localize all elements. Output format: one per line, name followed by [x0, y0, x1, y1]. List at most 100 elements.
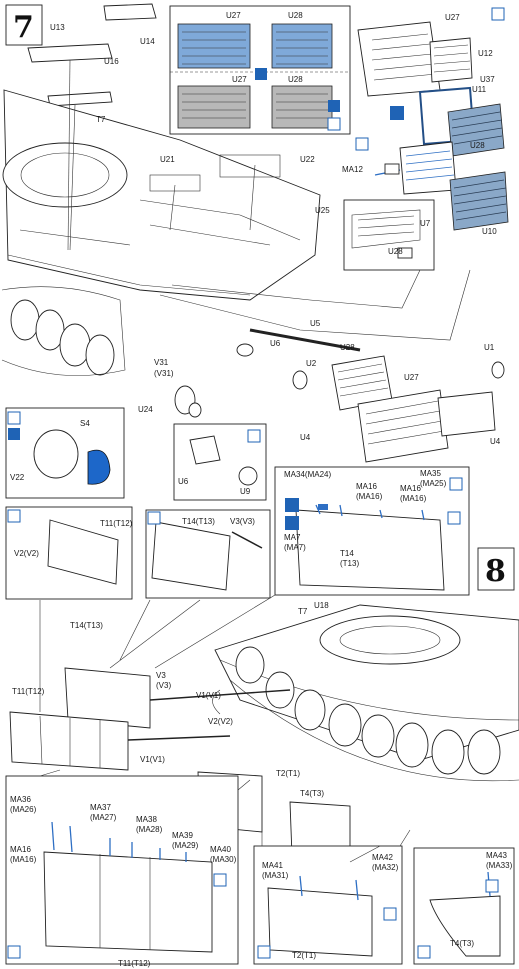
part-label: U24	[138, 405, 153, 414]
part-label: MA12	[342, 165, 363, 174]
part-label: U28	[288, 11, 303, 20]
part-label: MA16	[10, 845, 31, 854]
part-label: (MA16)	[400, 494, 427, 503]
glue-icon	[7, 945, 21, 959]
part-label: T7	[96, 115, 106, 124]
part-label: (MA25)	[420, 479, 447, 488]
part-label: U10	[482, 227, 497, 236]
grille-blue-left	[177, 23, 251, 69]
part-label: U25	[315, 206, 330, 215]
part-label: U37	[480, 75, 495, 84]
part-label: U21	[160, 155, 175, 164]
part-label: T14	[340, 549, 354, 558]
part-u13-plate	[27, 43, 113, 63]
part-u2	[292, 370, 308, 390]
part-label: (MA27)	[90, 813, 117, 822]
glue-icon	[485, 879, 499, 893]
part-label: U13	[50, 23, 65, 32]
part-ma12	[384, 163, 400, 175]
wheels-step7	[1, 286, 126, 376]
part-label: MA16	[400, 484, 421, 493]
part-label: V2(V2)	[14, 549, 39, 558]
part-t11-skirt	[9, 711, 129, 771]
part-label: V1(V1)	[196, 691, 221, 700]
part-label: (MA16)	[356, 492, 383, 501]
glue-icon	[417, 945, 431, 959]
part-label: T2(T1)	[276, 769, 300, 778]
part-label: U28	[340, 343, 355, 352]
part-label: U27	[404, 373, 419, 382]
paint-icon	[255, 68, 267, 80]
glue-icon	[147, 511, 161, 525]
glue-icon	[449, 477, 463, 491]
grille-gray-left	[177, 85, 251, 129]
glue-icon	[447, 511, 461, 525]
part-label: MA39	[172, 831, 193, 840]
part-label: U6	[178, 477, 189, 486]
part-label: U2	[306, 359, 317, 368]
grille-u27-low	[357, 389, 496, 463]
part-label: MA37	[90, 803, 111, 812]
part-label: (MA33)	[486, 861, 513, 870]
part-label: U16	[104, 57, 119, 66]
hull-step8	[214, 604, 519, 782]
step-7-number: 7	[13, 10, 34, 45]
part-label: T14(T13)	[70, 621, 103, 630]
part-label: MA36	[10, 795, 31, 804]
grille-u28-mid	[399, 141, 457, 195]
star-icon	[328, 100, 340, 112]
part-label: MA35	[420, 469, 441, 478]
part-label: T4(T3)	[300, 789, 324, 798]
part-label: MA38	[136, 815, 157, 824]
part-label: U28	[388, 247, 403, 256]
u6-u9-inset	[173, 423, 267, 501]
part-u14-strip	[103, 3, 157, 21]
part-t4-bottom	[429, 895, 501, 957]
part-label: T14(T13)	[182, 517, 215, 526]
rod-u5	[249, 328, 361, 352]
hull-step7	[2, 89, 321, 301]
part-label: U27	[226, 11, 241, 20]
glue-icon	[327, 117, 341, 131]
part-label: T11(T12)	[118, 959, 151, 968]
grille-u11	[447, 103, 505, 157]
part-label: (MA28)	[136, 825, 163, 834]
part-label: U4	[300, 433, 311, 442]
part-label: U7	[420, 219, 431, 228]
part-label: U27	[445, 13, 460, 22]
part-label: (MA30)	[210, 855, 237, 864]
part-label: U14	[140, 37, 155, 46]
part-label: MA16	[356, 482, 377, 491]
part-t2-bottom	[267, 887, 373, 957]
part-u6	[236, 343, 254, 357]
glue-icon	[7, 509, 21, 523]
part-label: V3	[156, 671, 166, 680]
paint-icon	[285, 516, 299, 530]
part-label: MA40	[210, 845, 231, 854]
part-label: U22	[300, 155, 315, 164]
grille-u10	[449, 171, 509, 231]
part-label: U1	[484, 343, 495, 352]
part-u1	[491, 361, 505, 379]
step-8-box	[477, 547, 515, 591]
glue-icon	[257, 945, 271, 959]
part-label: U18	[314, 601, 329, 610]
glue-icon	[491, 7, 505, 21]
u28-u7-inset	[343, 199, 435, 271]
part-label: (MA26)	[10, 805, 37, 814]
paint-icon	[390, 106, 404, 120]
glue-icon	[247, 429, 261, 443]
part-label: V2(V2)	[208, 717, 233, 726]
step-8-number: 8	[485, 554, 506, 589]
part-label: S4	[80, 419, 90, 428]
part-t14-skirt	[64, 667, 151, 729]
part-label: T11(T12)	[12, 687, 45, 696]
part-label: MA7	[284, 533, 301, 542]
part-t11-bottom	[43, 851, 213, 953]
glue-icon	[213, 873, 227, 887]
part-label: MA34(MA24)	[284, 470, 331, 479]
paint-icon	[285, 498, 299, 512]
part-label: T7	[298, 607, 308, 616]
part-label: MA41	[262, 861, 283, 870]
